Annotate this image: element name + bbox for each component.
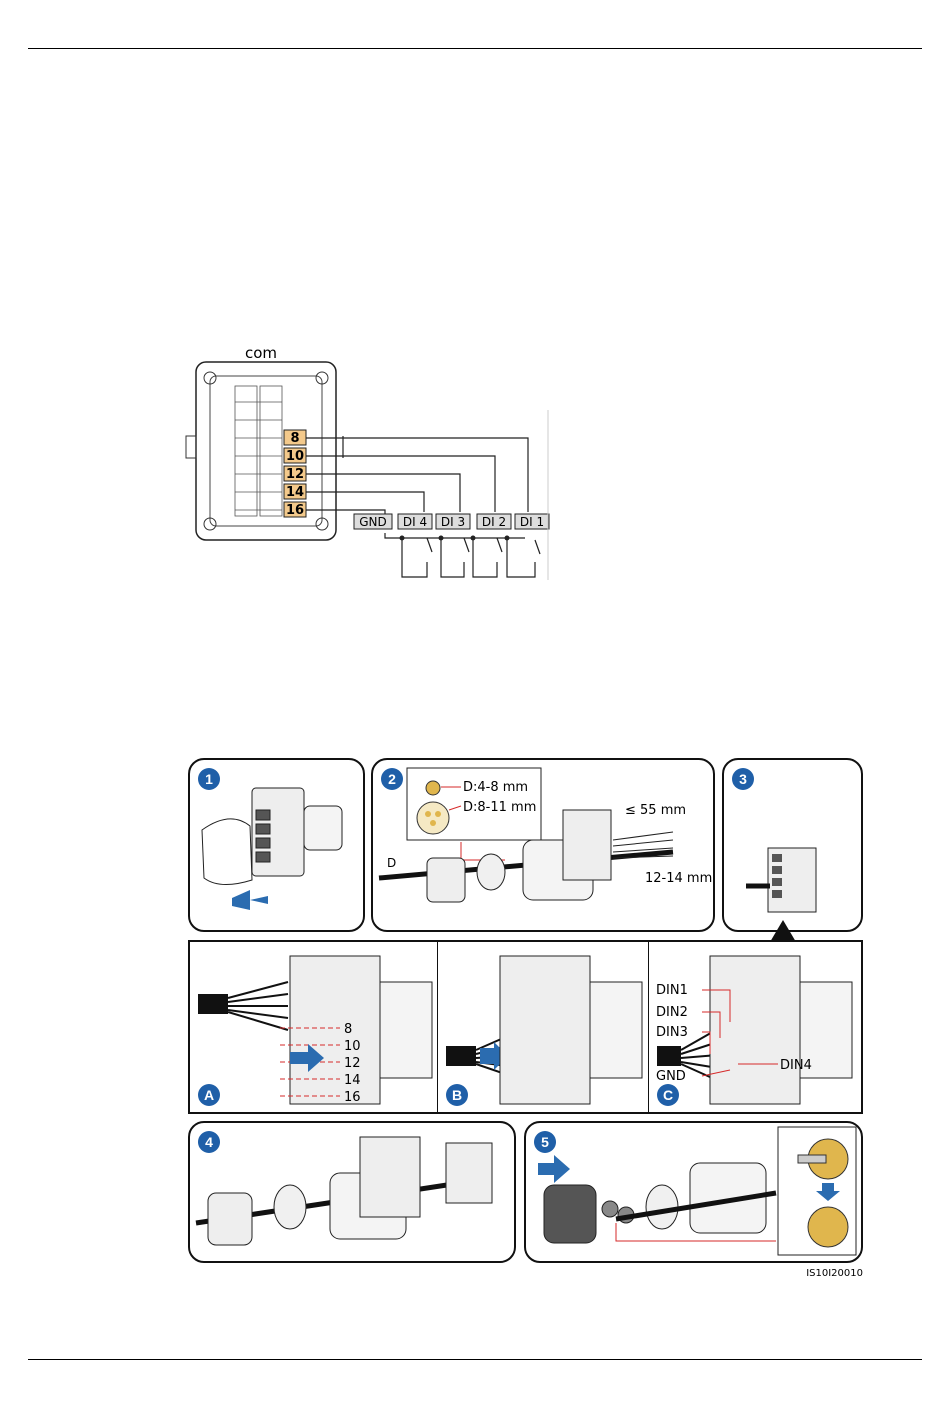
- pin-label: 16: [286, 503, 304, 518]
- pin-label: 14: [286, 485, 304, 500]
- step-2-panel: 2 D:4-8 mm D:8-11 mm D ≤ 55 mm 12-14 mm: [371, 758, 715, 932]
- substep-a-pin-label: 14: [344, 1073, 361, 1088]
- signal-label: DI 4: [403, 515, 427, 529]
- signal-label: DI 1: [520, 515, 544, 529]
- seal-small-label: D:4-8 mm: [463, 780, 528, 795]
- signal-label: DI 3: [441, 515, 465, 529]
- step-4-badge: 4: [198, 1131, 220, 1153]
- strip-end-label: 12-14 mm: [645, 871, 712, 886]
- step-2-badge: 2: [381, 768, 403, 790]
- step-5-badge: 5: [534, 1131, 556, 1153]
- step-4-panel: 4: [188, 1121, 516, 1263]
- strip-length-label: ≤ 55 mm: [625, 803, 686, 818]
- substeps-illustration: 8 10 12 14 16 DIN1 DIN2 DIN3 GND DIN4: [190, 942, 861, 1112]
- step-1-panel: 1: [188, 758, 365, 932]
- port-housing: [196, 362, 336, 540]
- signal-group: GND DI 4 DI 3 DI 2 DI 1: [354, 514, 549, 529]
- cable-prep-illustration: D:4-8 mm D:8-11 mm D ≤ 55 mm 12-14 mm: [373, 760, 713, 930]
- signal-label: GND: [359, 515, 387, 529]
- pull-arrow-icon: [232, 890, 250, 910]
- pin-label: 12: [286, 467, 304, 482]
- expand-triangle-icon: [770, 920, 796, 942]
- substep-a-pin-label: 12: [344, 1056, 361, 1071]
- seal-large-label: D:8-11 mm: [463, 800, 536, 815]
- substep-c-badge: C: [657, 1084, 679, 1106]
- pin-label: 10: [286, 449, 304, 464]
- substep-a-pin-label: 10: [344, 1039, 361, 1054]
- assembly-illustration: [190, 1123, 514, 1261]
- figure-id: IS10I20010: [806, 1268, 863, 1279]
- port-label: com: [245, 344, 277, 362]
- small-seal-icon: [426, 781, 440, 795]
- diameter-label: D: [387, 856, 396, 870]
- substep-a-pin-label: 16: [344, 1090, 361, 1105]
- wiring-diagram: com 8 10 12 14 16 GND DI 4 DI 3 DI 2 DI 1: [180, 340, 560, 585]
- step-1-badge: 1: [198, 768, 220, 790]
- pin-group: 8 10 12 14 16: [284, 430, 306, 518]
- signal-label: DI 2: [482, 515, 506, 529]
- wires: [306, 436, 540, 577]
- din4-label: DIN4: [780, 1058, 812, 1073]
- pin-label: 8: [290, 431, 299, 446]
- din1-label: DIN1: [656, 983, 688, 998]
- gnd-label: GND: [656, 1069, 686, 1084]
- header-rule: [28, 48, 922, 49]
- din2-label: DIN2: [656, 1005, 688, 1020]
- terminal-grid: [235, 386, 282, 516]
- push-arrow-icon: [538, 1155, 570, 1183]
- large-seal-icon: [417, 802, 449, 834]
- step-3-badge: 3: [732, 768, 754, 790]
- substep-b-badge: B: [446, 1084, 468, 1106]
- substep-a-badge: A: [198, 1084, 220, 1106]
- wiring-substeps-panel: A B C 8 10 12 14 16 DIN1 DIN2 DIN3 GND DIN4: [188, 940, 863, 1114]
- tighten-illustration: [526, 1123, 861, 1261]
- footer-rule: [28, 1359, 922, 1360]
- step-3-panel: 3: [722, 758, 863, 932]
- step-5-panel: 5: [524, 1121, 863, 1263]
- substep-a-pin-label: 8: [344, 1022, 352, 1037]
- din3-label: DIN3: [656, 1025, 688, 1040]
